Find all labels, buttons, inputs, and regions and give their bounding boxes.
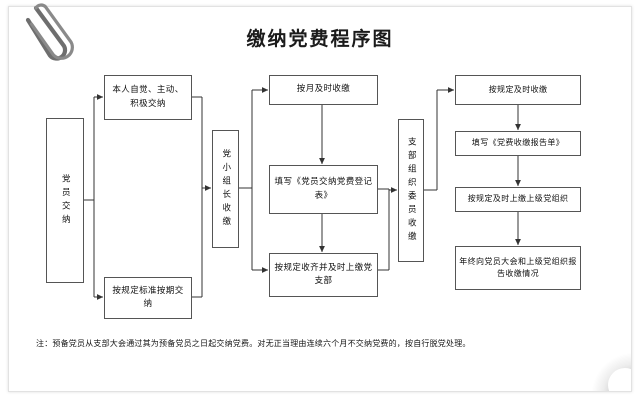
node-member-payment[interactable]: 党员交纳 [46,118,84,283]
node-year-end-report[interactable]: 年终向党员大会和上级党组织报告收缴情况 [455,246,581,290]
node-submit-to-higher-org[interactable]: 按规定及时上缴上级党组织 [455,187,581,212]
footnote-text: 注：预备党员从支部大会通过其为预备党员之日起交纳党费。对无正当理由连续六个月不交… [36,339,471,348]
page-title: 缴纳党费程序图 [246,28,394,50]
node-fill-member-payment-register[interactable]: 填写《党员交纳党费登记表》 [269,165,378,214]
node-voluntary-active-payment[interactable]: 本人自觉、主动、积极交纳 [104,75,192,120]
node-standard-ontime-payment[interactable]: 按规定标准按期交纳 [104,277,192,319]
node-monthly-timely-collect[interactable]: 按月及时收缴 [269,75,378,105]
node-group-leader-collect[interactable]: 党小组长收缴 [212,130,239,248]
node-fill-dues-report-form[interactable]: 填写《党费收缴报告单》 [455,131,581,156]
node-branch-org-committee-collect[interactable]: 支部组织委员收缴 [398,119,424,262]
node-collect-and-submit-to-branch[interactable]: 按规定收齐并及时上缴党支部 [269,253,378,297]
node-collect-per-regulation[interactable]: 按规定及时收缴 [455,75,581,105]
